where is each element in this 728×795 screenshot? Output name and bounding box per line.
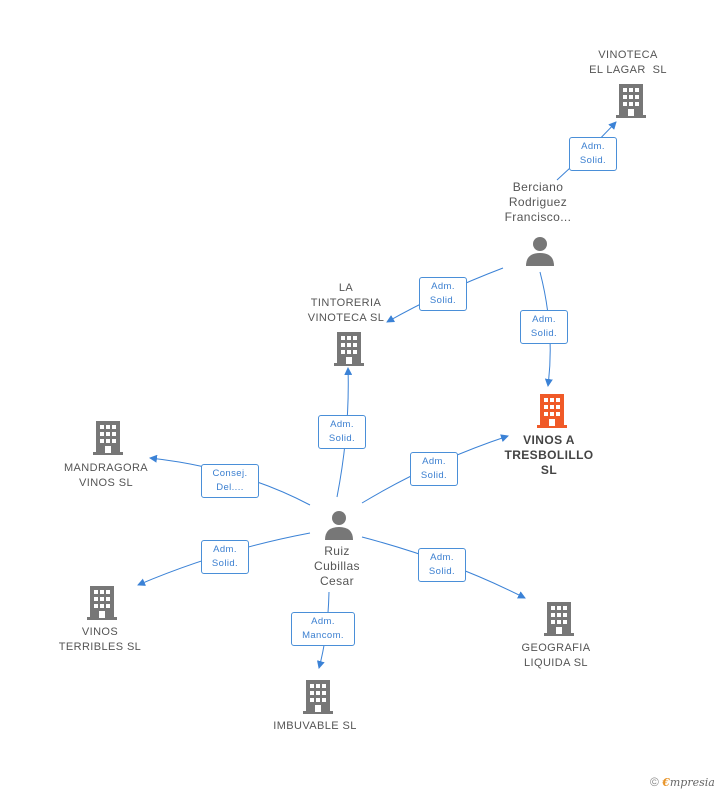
building-icon — [303, 680, 333, 714]
copyright-symbol: © — [650, 775, 659, 789]
node-label-vinos-terribles[interactable]: VINOS TERRIBLES SL — [58, 626, 142, 653]
node-label-mandragora[interactable]: MANDRAGORA VINOS SL — [63, 462, 149, 489]
node-label-tintoreria[interactable]: LA TINTORERIA VINOTECA SL — [307, 282, 385, 324]
node-label-berciano[interactable]: Berciano Rodriguez Francisco... — [504, 180, 572, 224]
edge-label-ruiz-terribles[interactable]: Adm. Solid. — [201, 540, 249, 574]
node-label-vinos-tresbolillo[interactable]: VINOS A TRESBOLILLO SL — [504, 433, 594, 477]
edge-label-berciano-tintoreria[interactable]: Adm. Solid. — [419, 277, 467, 311]
edge-label-ruiz-tresbolillo[interactable]: Adm. Solid. — [410, 452, 458, 486]
edge-label-berciano-lagar[interactable]: Adm. Solid. — [569, 137, 617, 171]
footer-credit: © €mpresia — [650, 775, 715, 789]
edge-label-ruiz-mandragora[interactable]: Consej. Del.... — [201, 464, 259, 498]
building-icon — [616, 84, 646, 118]
node-label-ruiz[interactable]: Ruiz Cubillas Cesar — [314, 544, 360, 588]
node-label-geografia[interactable]: GEOGRAFIA LIQUIDA SL — [521, 642, 591, 669]
building-icon — [87, 586, 117, 620]
empresia-logo[interactable]: €mpresia — [662, 776, 715, 789]
node-label-vinoteca-lagar[interactable]: VINOTECA EL LAGAR SL — [589, 49, 667, 76]
building-icon-main — [537, 394, 567, 428]
edge-label-ruiz-imbuvable[interactable]: Adm. Mancom. — [291, 612, 355, 646]
edge-label-ruiz-geografia[interactable]: Adm. Solid. — [418, 548, 466, 582]
building-icon — [93, 421, 123, 455]
edge-label-ruiz-tintoreria[interactable]: Adm. Solid. — [318, 415, 366, 449]
node-label-imbuvable[interactable]: IMBUVABLE SL — [273, 720, 357, 732]
person-icon — [526, 237, 554, 266]
building-icon — [334, 332, 364, 366]
edge-label-berciano-tresbolillo[interactable]: Adm. Solid. — [520, 310, 568, 344]
person-icon — [325, 511, 353, 540]
building-icon — [544, 602, 574, 636]
